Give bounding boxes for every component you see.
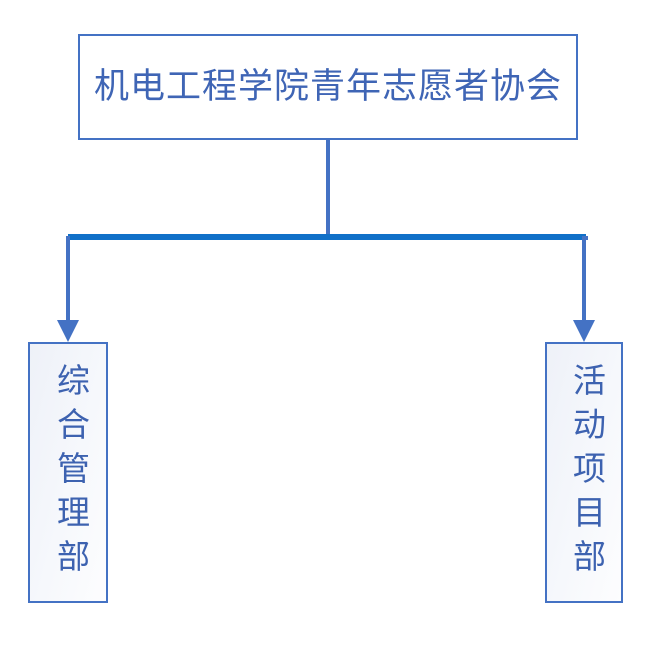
org-node-root[interactable]: 机电工程学院青年志愿者协会 [78,34,578,140]
arrowhead-right-icon [573,320,595,342]
org-node-root-label: 机电工程学院青年志愿者协会 [93,66,562,107]
org-node-general-management[interactable]: 综合管理部 [28,342,108,603]
connector-drop-left [66,236,70,322]
connector-drop-right [582,236,586,322]
arrowhead-left-icon [57,320,79,342]
connector-root-stem [326,140,330,236]
connector-horizontal-bus [68,234,586,240]
org-node-activity-project-label: 活动项目部 [567,362,607,583]
org-node-activity-project[interactable]: 活动项目部 [545,342,623,603]
org-node-general-management-label: 综合管理部 [51,362,91,583]
